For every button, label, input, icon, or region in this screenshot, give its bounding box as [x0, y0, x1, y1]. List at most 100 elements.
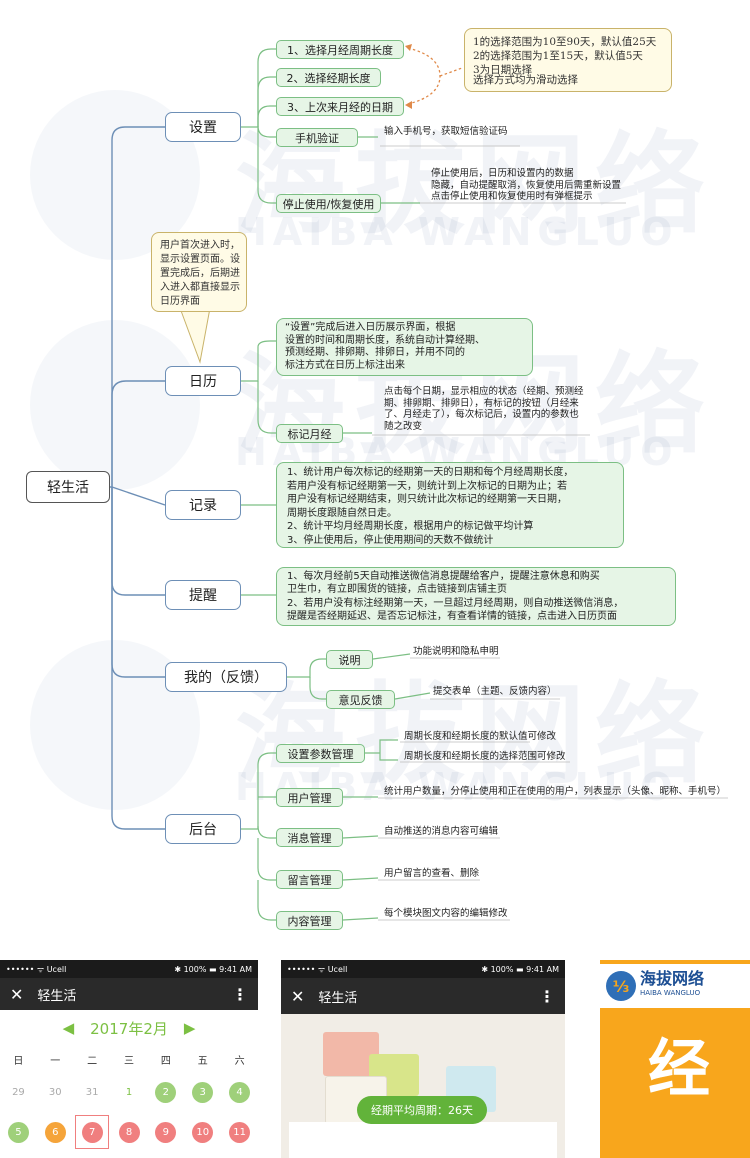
branch-mine: 我的（反馈）	[165, 662, 287, 692]
root-node: 轻生活	[26, 471, 110, 503]
day-cell[interactable]: 5	[0, 1121, 37, 1143]
average-cycle-pill: 经期平均周期：26天	[357, 1096, 487, 1124]
promo-poster: ⅓ 海拔网络 HAIBA WANGLUO 经	[600, 960, 750, 1158]
leaf-param-default: 周期长度和经期长度的默认值可修改	[404, 731, 557, 742]
mark-line: 期、排卵期、排卵日），有标记的按钮（月经来	[384, 397, 579, 409]
day-cell[interactable]: 4	[221, 1081, 258, 1103]
mark-line: 随之改变	[384, 420, 423, 432]
record-line: 周期长度跟随自然日走。	[287, 507, 397, 519]
branch-record: 记录	[165, 490, 241, 520]
poster-big-char: 经	[648, 1032, 711, 1105]
leaf-comment-view: 用户留言的查看、删除	[384, 868, 480, 879]
brand-logo-icon: ⅓	[606, 971, 636, 1001]
day-cell[interactable]: 29	[0, 1087, 37, 1098]
day-number: 31	[85, 1086, 99, 1098]
day-number: 9	[155, 1121, 177, 1143]
day-number: 4	[229, 1081, 251, 1103]
day-number: 6	[44, 1121, 66, 1143]
day-number: 8	[118, 1121, 140, 1143]
reminder-line: 提醒是否经期延迟、是否忘记标注，有查看详情的链接，点击进入日历页面	[287, 611, 617, 623]
mine-description: 说明	[326, 650, 373, 669]
record-line: 用户没有标记经期结束，则只统计此次标记的经期第一天日期，	[287, 494, 567, 506]
admin-param-manage: 设置参数管理	[276, 744, 365, 763]
day-cell[interactable]: 30	[37, 1087, 74, 1098]
weekday: 日	[13, 1055, 24, 1067]
record-line: 2、统计平均月经周期长度，根据用户的标记做平均计算	[287, 521, 534, 533]
status-right: ✱ 100% ▬ 9:41 AM	[481, 965, 559, 974]
poster-logo-bar: ⅓ 海拔网络 HAIBA WANGLUO	[600, 964, 750, 1008]
leaf-stop-use-line: 隐藏，自动提醒取消，恢复使用后需重新设置	[431, 179, 622, 191]
poster-brand-text: 海拔网络 HAIBA WANGLUO	[640, 971, 704, 1001]
day-cell[interactable]: 10	[184, 1121, 221, 1143]
leaf-stop-use-line: 点击停止使用和恢复使用时有弹框提示	[431, 191, 593, 202]
callout-line: 显示设置页面。设	[160, 254, 240, 265]
admin-comment-manage: 留言管理	[276, 870, 343, 889]
weekday: 三	[124, 1055, 134, 1067]
card-panel	[289, 1122, 557, 1158]
calendar-callout: 用户首次进入时， 显示设置页面。设 置完成后，后期进 入进入都直接显示 日历界面	[151, 232, 247, 312]
callout-line: 置完成后，后期进	[160, 268, 240, 279]
weekday: 六	[234, 1055, 245, 1067]
day-cell[interactable]: 2	[147, 1081, 184, 1103]
admin-user-manage: 用户管理	[276, 788, 343, 807]
admin-message-manage: 消息管理	[276, 828, 343, 847]
day-cell[interactable]: 31	[74, 1087, 111, 1098]
record-line: 3、停止使用后，停止使用期间的天数不做统计	[287, 534, 494, 546]
branch-admin: 后台	[165, 814, 241, 844]
reminder-line: 1、每次月经前5天自动推送微信消息提醒给客户，提醒注意休息和购买	[287, 571, 600, 582]
close-icon[interactable]: ✕	[291, 986, 305, 1006]
branch-settings: 设置	[165, 112, 241, 142]
callout-line: 日历界面	[160, 296, 200, 307]
callout-line: 用户首次进入时，	[160, 240, 240, 251]
calendar-line: 设置的时间和周期长度，系统自动计算经期、	[285, 334, 485, 346]
connectors	[110, 44, 728, 921]
branch-reminder: 提醒	[165, 580, 241, 610]
note-line: 3为日期选择	[473, 64, 533, 76]
calendar-line: 标注方式在日历上标注出来	[285, 359, 405, 371]
day-number: 2	[155, 1081, 177, 1103]
close-icon[interactable]: ✕	[10, 984, 24, 1004]
day-cell[interactable]: 7	[74, 1115, 111, 1149]
record-line: 1、统计用户每次标记的经期第一天的日期和每个月经周期长度，	[287, 467, 574, 478]
day-cell[interactable]: 1	[111, 1087, 148, 1098]
note-line: 2的选择范围为1至15天，默认值5天	[473, 50, 643, 62]
day-cell[interactable]: 9	[147, 1121, 184, 1143]
status-left: •••••• ᯤ Ucell	[287, 965, 348, 974]
day-cell[interactable]: 8	[111, 1121, 148, 1143]
leaf-message-edit: 自动推送的消息内容可编辑	[384, 826, 499, 837]
mark-line: 了、月经走了），每次标记后，设置内的参数也	[384, 409, 579, 420]
mine-feedback: 意见反馈	[326, 690, 395, 709]
settings-cycle-length: 1、选择月经周期长度	[276, 40, 404, 59]
mind-map: 海拔网络 HAIBA WANGLUO 海拔网络 HAIBA WANGLUO 海拔…	[26, 28, 728, 930]
day-cell[interactable]: 6	[37, 1121, 74, 1143]
calendar-line: 预测经期、排卵期、排卵日，并用不同的	[285, 347, 465, 359]
app-bar: ✕ 轻生活 ⋮	[281, 978, 565, 1014]
month-label: 2017年2月	[90, 1019, 168, 1038]
leaf-mark-period: 点击每个日期，显示相应的状态（经期、预测经 期、排卵期、排卵日），有标记的按钮（…	[384, 386, 584, 432]
chevron-right-icon[interactable]: ▶	[183, 1019, 196, 1037]
weekday: 二	[87, 1055, 98, 1067]
weekday: 五	[197, 1055, 208, 1067]
weekday: 四	[160, 1055, 171, 1067]
branch-calendar: 日历	[165, 366, 241, 396]
day-cell[interactable]: 3	[184, 1081, 221, 1103]
settings-period-length: 2、选择经期长度	[276, 68, 381, 87]
record-description: 1、统计用户每次标记的经期第一天的日期和每个月经周期长度， 若用户没有标记经期第…	[276, 462, 624, 548]
status-bar: •••••• ᯤ Ucell ✱ 100% ▬ 9:41 AM	[0, 961, 258, 978]
leaf-feedback-form: 提交表单（主题、反馈内容）	[433, 686, 557, 697]
settings-note: 1的选择范围为10至90天，默认值25天 2的选择范围为1至15天，默认值5天 …	[464, 28, 672, 92]
settings-phone-verify: 手机验证	[276, 128, 358, 147]
day-number: 1	[125, 1086, 133, 1098]
leaf-phone-verify: 输入手机号，获取短信验证码	[384, 126, 508, 137]
weekday: 一	[50, 1055, 61, 1067]
phone-calendar-screen: •••••• ᯤ Ucell ✱ 100% ▬ 9:41 AM ✕ 轻生活 ⋮ …	[0, 960, 258, 1158]
reminder-description: 1、每次月经前5天自动推送微信消息提醒给客户，提醒注意休息和购买 卫生巾，有立即…	[276, 567, 676, 626]
chevron-left-icon[interactable]: ◀	[62, 1019, 75, 1037]
phone-record-screen: •••••• ᯤ Ucell ✱ 100% ▬ 9:41 AM ✕ 轻生活 ⋮ …	[281, 960, 565, 1158]
more-vert-icon[interactable]: ⋮	[232, 984, 248, 1004]
app-title: 轻生活	[318, 990, 358, 1006]
weekday-row: 日 一 二 三 四 五 六	[0, 1046, 258, 1072]
settings-last-date: 3、上次来月经的日期	[276, 97, 404, 116]
day-cell[interactable]: 11	[221, 1121, 258, 1143]
more-vert-icon[interactable]: ⋮	[539, 986, 555, 1006]
